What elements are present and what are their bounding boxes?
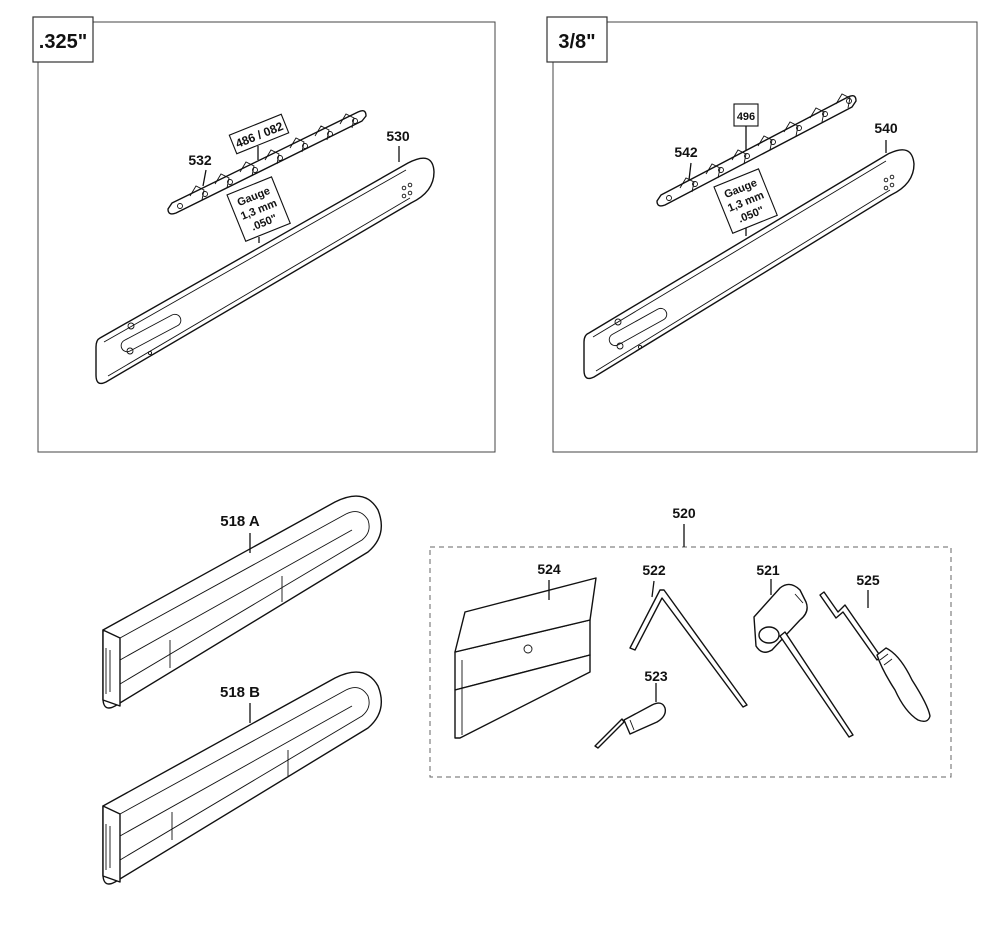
pitch-tag-left — [32, 16, 94, 63]
bar-cover-518b — [102, 671, 382, 885]
callout-525: 525 — [856, 572, 880, 588]
file-handle-525 — [819, 591, 931, 723]
leader-542 — [688, 162, 692, 181]
combination-wrench-521 — [753, 583, 854, 738]
chain-code-tag-left: 486 / 082 — [228, 113, 290, 155]
callout-518a: 518 A — [220, 513, 260, 530]
hex-key-522 — [629, 589, 748, 708]
callout-542: 542 — [674, 144, 698, 160]
screwdriver-523 — [594, 702, 667, 749]
callout-520: 520 — [672, 505, 696, 521]
callout-521: 521 — [756, 562, 780, 578]
callout-532: 532 — [188, 152, 212, 168]
chain-code-tag-right: 496 — [733, 103, 759, 127]
panel-38: 3/8" 540 — [546, 16, 978, 453]
callout-518b: 518 B — [220, 684, 260, 701]
callout-522: 522 — [642, 562, 666, 578]
chain-532 — [167, 109, 367, 215]
pitch-tag-right — [546, 16, 608, 63]
gauge-tag-right: Gauge 1,3 mm .050" — [713, 168, 778, 234]
toolkit-520: 520 524 522 523 — [429, 505, 952, 778]
leader-522 — [651, 580, 655, 598]
callout-540: 540 — [874, 120, 898, 136]
callout-524: 524 — [537, 561, 561, 577]
toolkit-frame — [429, 546, 952, 778]
bar-cover-518a — [102, 495, 382, 709]
pitch-label-left: .325" — [39, 31, 87, 53]
chain-542 — [656, 93, 857, 207]
panel-325: .325" 530 — [32, 16, 496, 453]
pitch-label-right: 3/8" — [558, 31, 595, 53]
panel-frame-right — [552, 21, 978, 453]
gauge-tag-left: Gauge 1,3 mm .050" — [226, 176, 291, 242]
guide-bar-530 — [95, 157, 435, 385]
file-guide-524 — [454, 577, 597, 739]
chain-code-right: 496 — [737, 111, 755, 123]
callout-530: 530 — [386, 128, 410, 144]
leader-532 — [202, 169, 207, 187]
callout-523: 523 — [644, 668, 668, 684]
panel-frame-left — [37, 21, 496, 453]
guide-bar-540 — [583, 149, 915, 380]
